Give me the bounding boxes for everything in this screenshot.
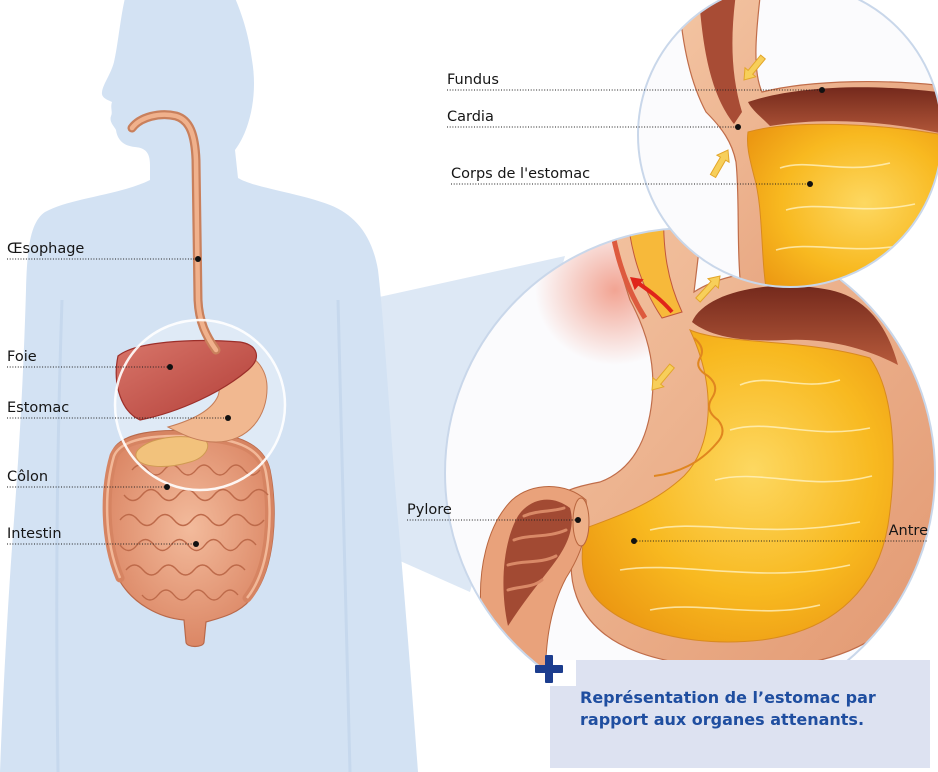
label-corps-estomac: Corps de l'estomac xyxy=(451,165,590,183)
caption-text: Représentation de l’estomac par rapport … xyxy=(580,687,876,731)
label-pylore: Pylore xyxy=(407,501,452,519)
pointer-dot-pylore xyxy=(575,517,581,523)
caption-line-2: rapport aux organes attenants. xyxy=(580,709,876,731)
pointer-dot-intestin xyxy=(193,541,199,547)
pointer-dot-estomac xyxy=(225,415,231,421)
label-estomac: Estomac xyxy=(7,399,69,417)
label-fundus: Fundus xyxy=(447,71,499,89)
plus-icon xyxy=(535,655,563,683)
label-antre: Antre xyxy=(889,522,928,540)
label-oesophage: Œsophage xyxy=(7,240,84,258)
label-colon: Côlon xyxy=(7,468,48,486)
pointer-dot-cardia xyxy=(735,124,741,130)
pointer-dot-foie xyxy=(167,364,173,370)
stomach-body-top xyxy=(747,124,938,300)
label-foie: Foie xyxy=(7,348,37,366)
caption-line-1: Représentation de l’estomac par xyxy=(580,687,876,709)
caption-box: Représentation de l’estomac par rapport … xyxy=(550,660,930,768)
label-cardia: Cardia xyxy=(447,108,494,126)
pointer-dot-oesophage xyxy=(195,256,201,262)
label-intestin: Intestin xyxy=(7,525,62,543)
pointer-dot-fundus xyxy=(819,87,825,93)
pointer-dot-antre xyxy=(631,538,637,544)
pointer-dot-corps xyxy=(807,181,813,187)
pointer-dot-colon xyxy=(164,484,170,490)
pyloric-sphincter xyxy=(573,498,589,546)
